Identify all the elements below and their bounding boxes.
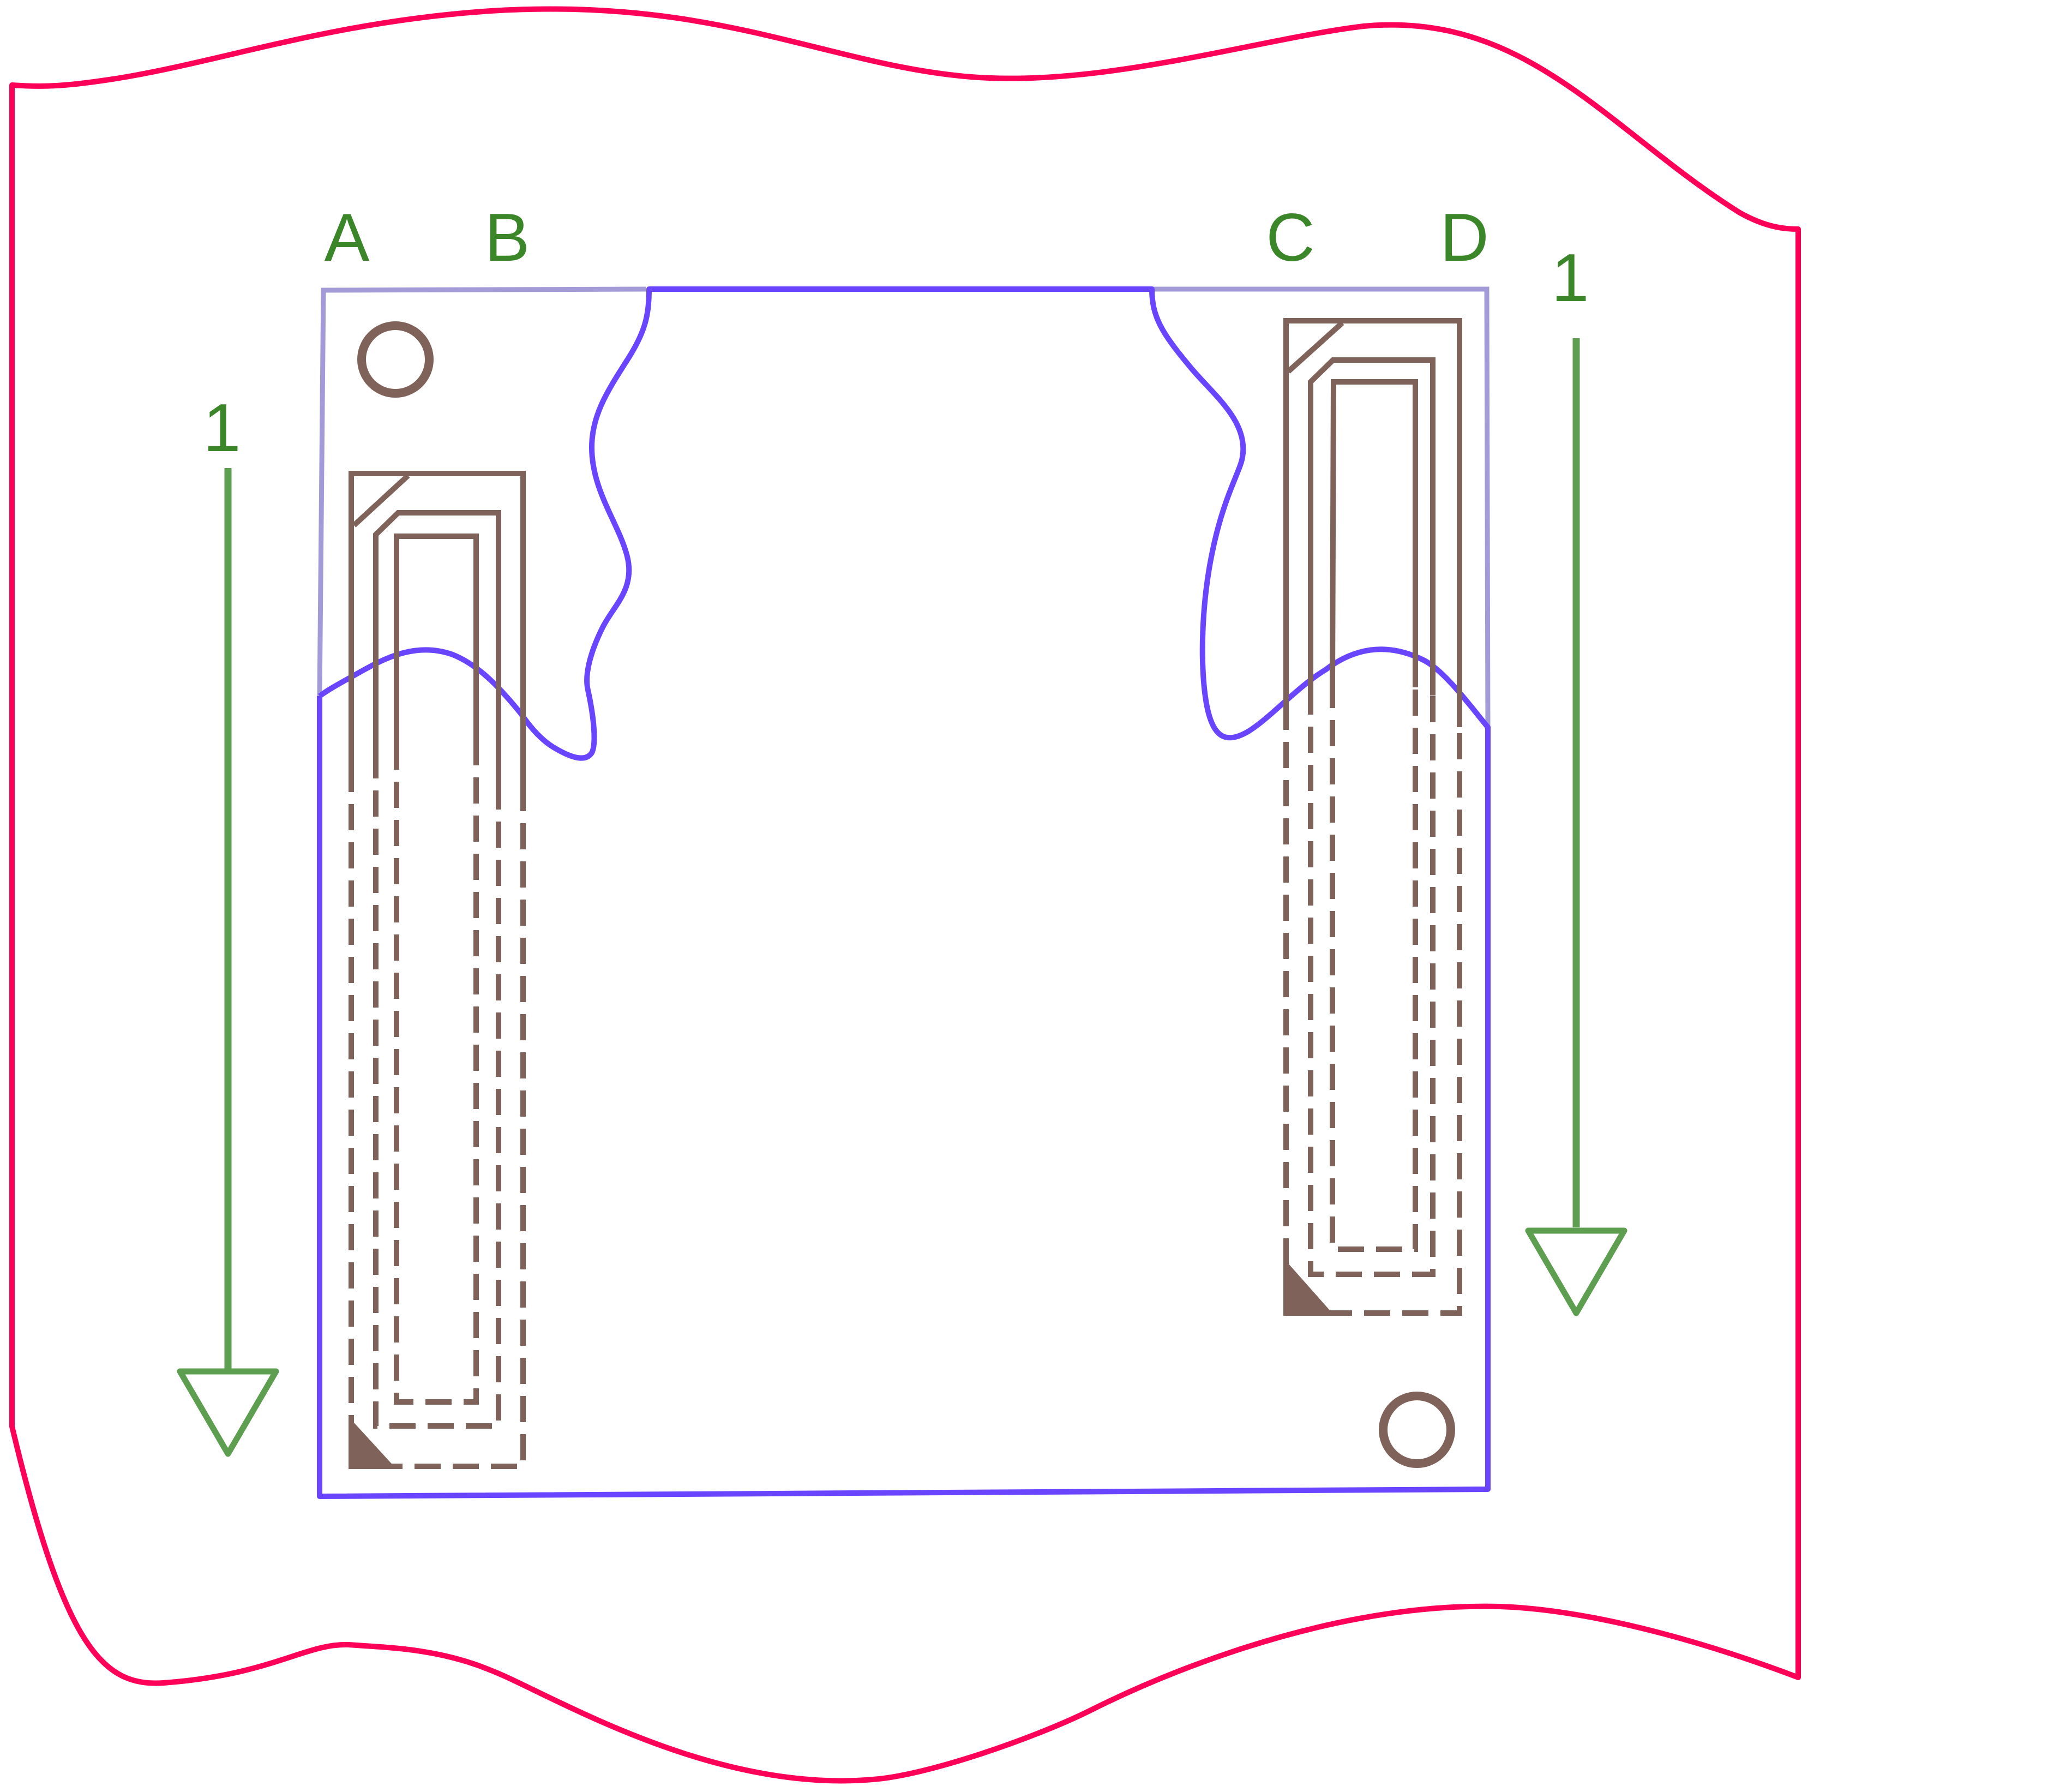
connector-right-outer-visible — [1283, 318, 1462, 727]
label-c: C — [1266, 200, 1315, 275]
connector-left-hidden — [349, 744, 526, 1469]
down-arrow-icon — [177, 1368, 279, 1457]
down-arrow-icon — [1525, 1227, 1627, 1316]
direction-arrow-right — [1525, 338, 1627, 1316]
connector-right — [1283, 318, 1462, 727]
connector-right-inner-visible — [1330, 379, 1418, 687]
connector-right-middle-visible — [1308, 357, 1436, 696]
board-outline-visible — [317, 286, 1491, 1499]
connector-left-inner-hidden — [394, 744, 479, 1405]
mounting-hole-bottom-right — [1379, 1392, 1455, 1468]
connector-left-outer-hidden — [349, 766, 526, 1469]
mounting-hole-top-left — [357, 321, 434, 398]
board-outline-hidden-right — [1152, 286, 1491, 728]
label-arrow-right: 1 — [1552, 241, 1589, 316]
host-board-outline — [9, 6, 1801, 1784]
pin1-marker-left — [349, 1417, 397, 1469]
connector-left — [349, 471, 526, 794]
connector-left-middle-hidden — [373, 752, 501, 1429]
connector-right-outer-hidden — [1283, 704, 1462, 1316]
connector-right-inner-hidden — [1330, 682, 1418, 1252]
label-a: A — [325, 200, 370, 275]
connector-left-middle-visible — [373, 510, 501, 789]
connector-left-inner-visible — [394, 534, 479, 750]
board-outline-hidden-left — [317, 286, 646, 697]
connector-right-middle-hidden — [1308, 688, 1436, 1277]
direction-arrow-left — [177, 468, 279, 1457]
label-b: B — [485, 200, 530, 275]
connector-left-corner-stroke — [352, 474, 410, 528]
connector-left-outer-visible — [349, 471, 526, 794]
pin1-marker-right — [1283, 1258, 1335, 1316]
connector-right-corner-stroke — [1286, 321, 1344, 374]
label-arrow-left: 1 — [203, 391, 241, 466]
label-d: D — [1440, 200, 1489, 275]
connector-right-hidden — [1283, 682, 1462, 1316]
